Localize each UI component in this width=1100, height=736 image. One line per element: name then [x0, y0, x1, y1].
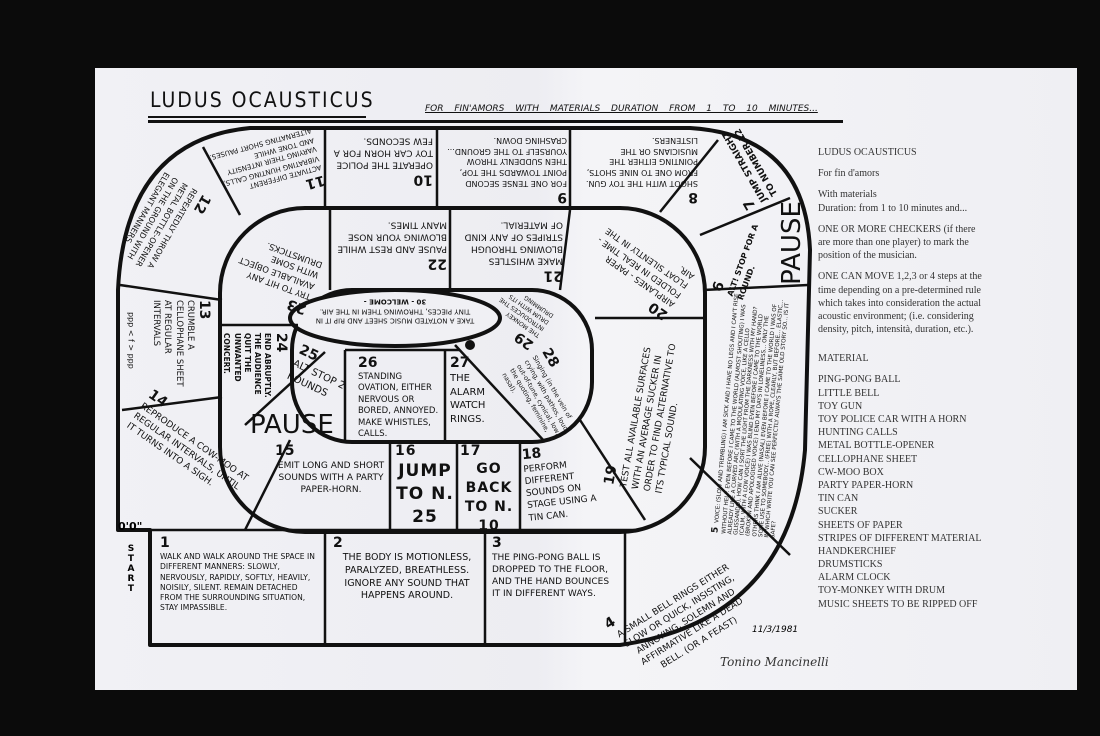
cell-30: Take a notated music sheet and rip it in…: [310, 296, 480, 324]
cell-number: 10: [413, 171, 433, 188]
cell-17[interactable]: 17 Go back to N. 10: [460, 444, 518, 536]
material-item: LITTLE BELL: [818, 387, 880, 399]
cell-number: 17: [460, 443, 482, 459]
material-item: PARTY PAPER-HORN: [818, 479, 914, 491]
material-item: STRIPES OF DIFFERENT MATERIAL: [818, 532, 982, 544]
paper-sheet: [95, 68, 1077, 690]
cell-number: 24: [272, 332, 289, 353]
cell-22: 22Pause and rest while blowing your nose…: [335, 218, 447, 272]
cell-number: 5: [710, 526, 721, 534]
cell-number: 9: [557, 188, 567, 205]
cell-text: Go back to N. 10: [464, 461, 514, 534]
cell-text: The alarm watch rings.: [450, 373, 486, 425]
legend-dedication: For fin d'amors: [818, 168, 880, 180]
cell-number: 3: [492, 535, 502, 551]
cell-21: 21Make whistles blowing through stripes …: [455, 218, 563, 283]
cell-number: 1: [160, 535, 170, 551]
cell-text: The ping-pong ball is dropped to the flo…: [492, 553, 610, 600]
material-item: SHEETS OF PAPER: [818, 519, 903, 531]
cell-number: 21: [543, 267, 563, 284]
cell-number: 26: [358, 355, 378, 371]
cell-text: Pause and rest while blowing your nose m…: [337, 219, 447, 254]
date: 11/3/1981: [752, 625, 799, 635]
title-underline: [148, 116, 366, 118]
material-item: CELLOPHANE SHEET: [818, 453, 918, 465]
signature: Tonino Mancinelli: [720, 655, 829, 669]
cell-1: 1Walk and walk around the space in diffe…: [160, 536, 320, 614]
legend-moves: ONE CAN MOVE 1,2,3 or 4 steps at the tim…: [818, 271, 982, 336]
cell-8: 8Shoot with the toy gun. From one to nin…: [576, 134, 698, 205]
cell-text: Perform different sounds on stage using …: [522, 460, 598, 524]
legend-title: LUDUS OCAUSTICUS: [818, 147, 917, 158]
legend-materials-line: With materials: [818, 189, 877, 201]
cell-text: The body is motionless, paralyzed, breat…: [342, 552, 472, 602]
cell-text: Walk and walk around the space in differ…: [160, 552, 315, 613]
cell-text: Jump to N. 25: [396, 461, 454, 527]
cell-text: Emit long and short sounds with a party …: [277, 461, 385, 496]
outer-track-border: [116, 126, 812, 647]
cell-text: For one tense second point towards the t…: [447, 135, 567, 188]
cell-3: 3The ping-pong ball is dropped to the fl…: [492, 536, 620, 601]
dynamics-marking: ppp < f > ppp: [126, 311, 136, 369]
material-item: ALARM CLOCK: [818, 572, 891, 584]
cell-text: Crumble a cellophane sheet at regular in…: [150, 299, 195, 387]
cell-13: 13Crumble a cellophane sheet at regular …: [149, 299, 212, 392]
cell-number: 22: [427, 255, 447, 272]
cell-9: 9For one tense second point towards the …: [441, 134, 567, 205]
cell-text: Shoot with the toy gun. From one to nine…: [585, 135, 698, 188]
cell-number: 16: [395, 443, 417, 459]
cell-text: End abruptly. The audience quit the unwa…: [222, 332, 272, 398]
material-item: TIN CAN: [818, 493, 859, 505]
material-item: DRUMSTICKS: [818, 559, 883, 571]
material-item: TOY-MONKEY WITH DRUM: [818, 585, 946, 597]
cell-number: 15: [275, 443, 295, 459]
material-item: TOY GUN: [818, 400, 863, 412]
center-oval: [288, 288, 502, 348]
cell-text: Operate the police toy car horn for a fe…: [333, 135, 433, 170]
cell-number: 8: [688, 188, 698, 205]
cell-number: 2: [333, 535, 343, 551]
material-item: TOY POLICE CAR WITH A HORN: [818, 414, 967, 425]
cell-text: Take a notated music sheet and rip it in…: [315, 306, 475, 325]
cell-27: 27The alarm watch rings.: [450, 356, 498, 426]
material-heading: MATERIAL: [818, 353, 869, 365]
legend-duration: Duration: from 1 to 10 minutes and...: [818, 202, 968, 214]
cell-2: 2The body is motionless, paralyzed, brea…: [333, 536, 481, 603]
cell-text: Standing ovation, either nervous or bore…: [358, 372, 439, 440]
cell-number: 13: [195, 299, 212, 320]
cell-number: 30: [416, 297, 427, 306]
header-rule: [148, 120, 843, 123]
material-item: HUNTING CALLS: [818, 427, 898, 439]
material-item: MUSIC SHEETS TO BE RIPPED OFF: [818, 598, 978, 610]
legend-column: LUDUS OCAUSTICUS For fin d'amors With ma…: [818, 146, 988, 611]
start-label: START: [127, 544, 135, 594]
cell-16[interactable]: 16Jump to N. 25: [395, 444, 455, 529]
welcome-label: - WELCOME -: [363, 297, 415, 306]
center-dot: [465, 340, 475, 350]
page-title: LUDUS OCAUSTICUS: [150, 88, 375, 112]
cell-text: Make whistles blowing through stripes of…: [464, 219, 563, 266]
cell-number: 27: [450, 355, 470, 371]
pause-label: PAUSE: [776, 201, 807, 285]
cell-15: 15Emit long and short sounds with a part…: [275, 444, 387, 496]
cell-18: 18Perform different sounds on stage usin…: [521, 440, 607, 524]
material-item: SUCKER: [818, 506, 858, 518]
cell-26: 26Standing ovation, either nervous or bo…: [358, 356, 444, 441]
legend-checkers: ONE OR MORE CHECKERS (if there are more …: [818, 223, 976, 262]
start-time: 0'0": [118, 520, 143, 533]
cell-10: 10Operate the police toy car horn for a …: [330, 134, 433, 188]
pause-label: PAUSE: [250, 410, 334, 440]
middle-track-border: [218, 206, 707, 534]
subtitle: FOR FIN'AMORS WITH MATERIALS DURATION FR…: [425, 104, 818, 114]
inner-track-border: [290, 288, 594, 444]
material-item: CW-MOO BOX: [818, 466, 884, 478]
cell-24: 24End abruptly. The audience quit the un…: [221, 332, 289, 408]
material-list: PING-PONG BALL LITTLE BELL TOY GUN TOY P…: [818, 373, 988, 610]
material-item: PING-PONG BALL: [818, 374, 901, 386]
material-item: METAL BOTTLE-OPENER: [818, 440, 935, 452]
material-item: HANDKERCHIEF: [818, 545, 896, 557]
